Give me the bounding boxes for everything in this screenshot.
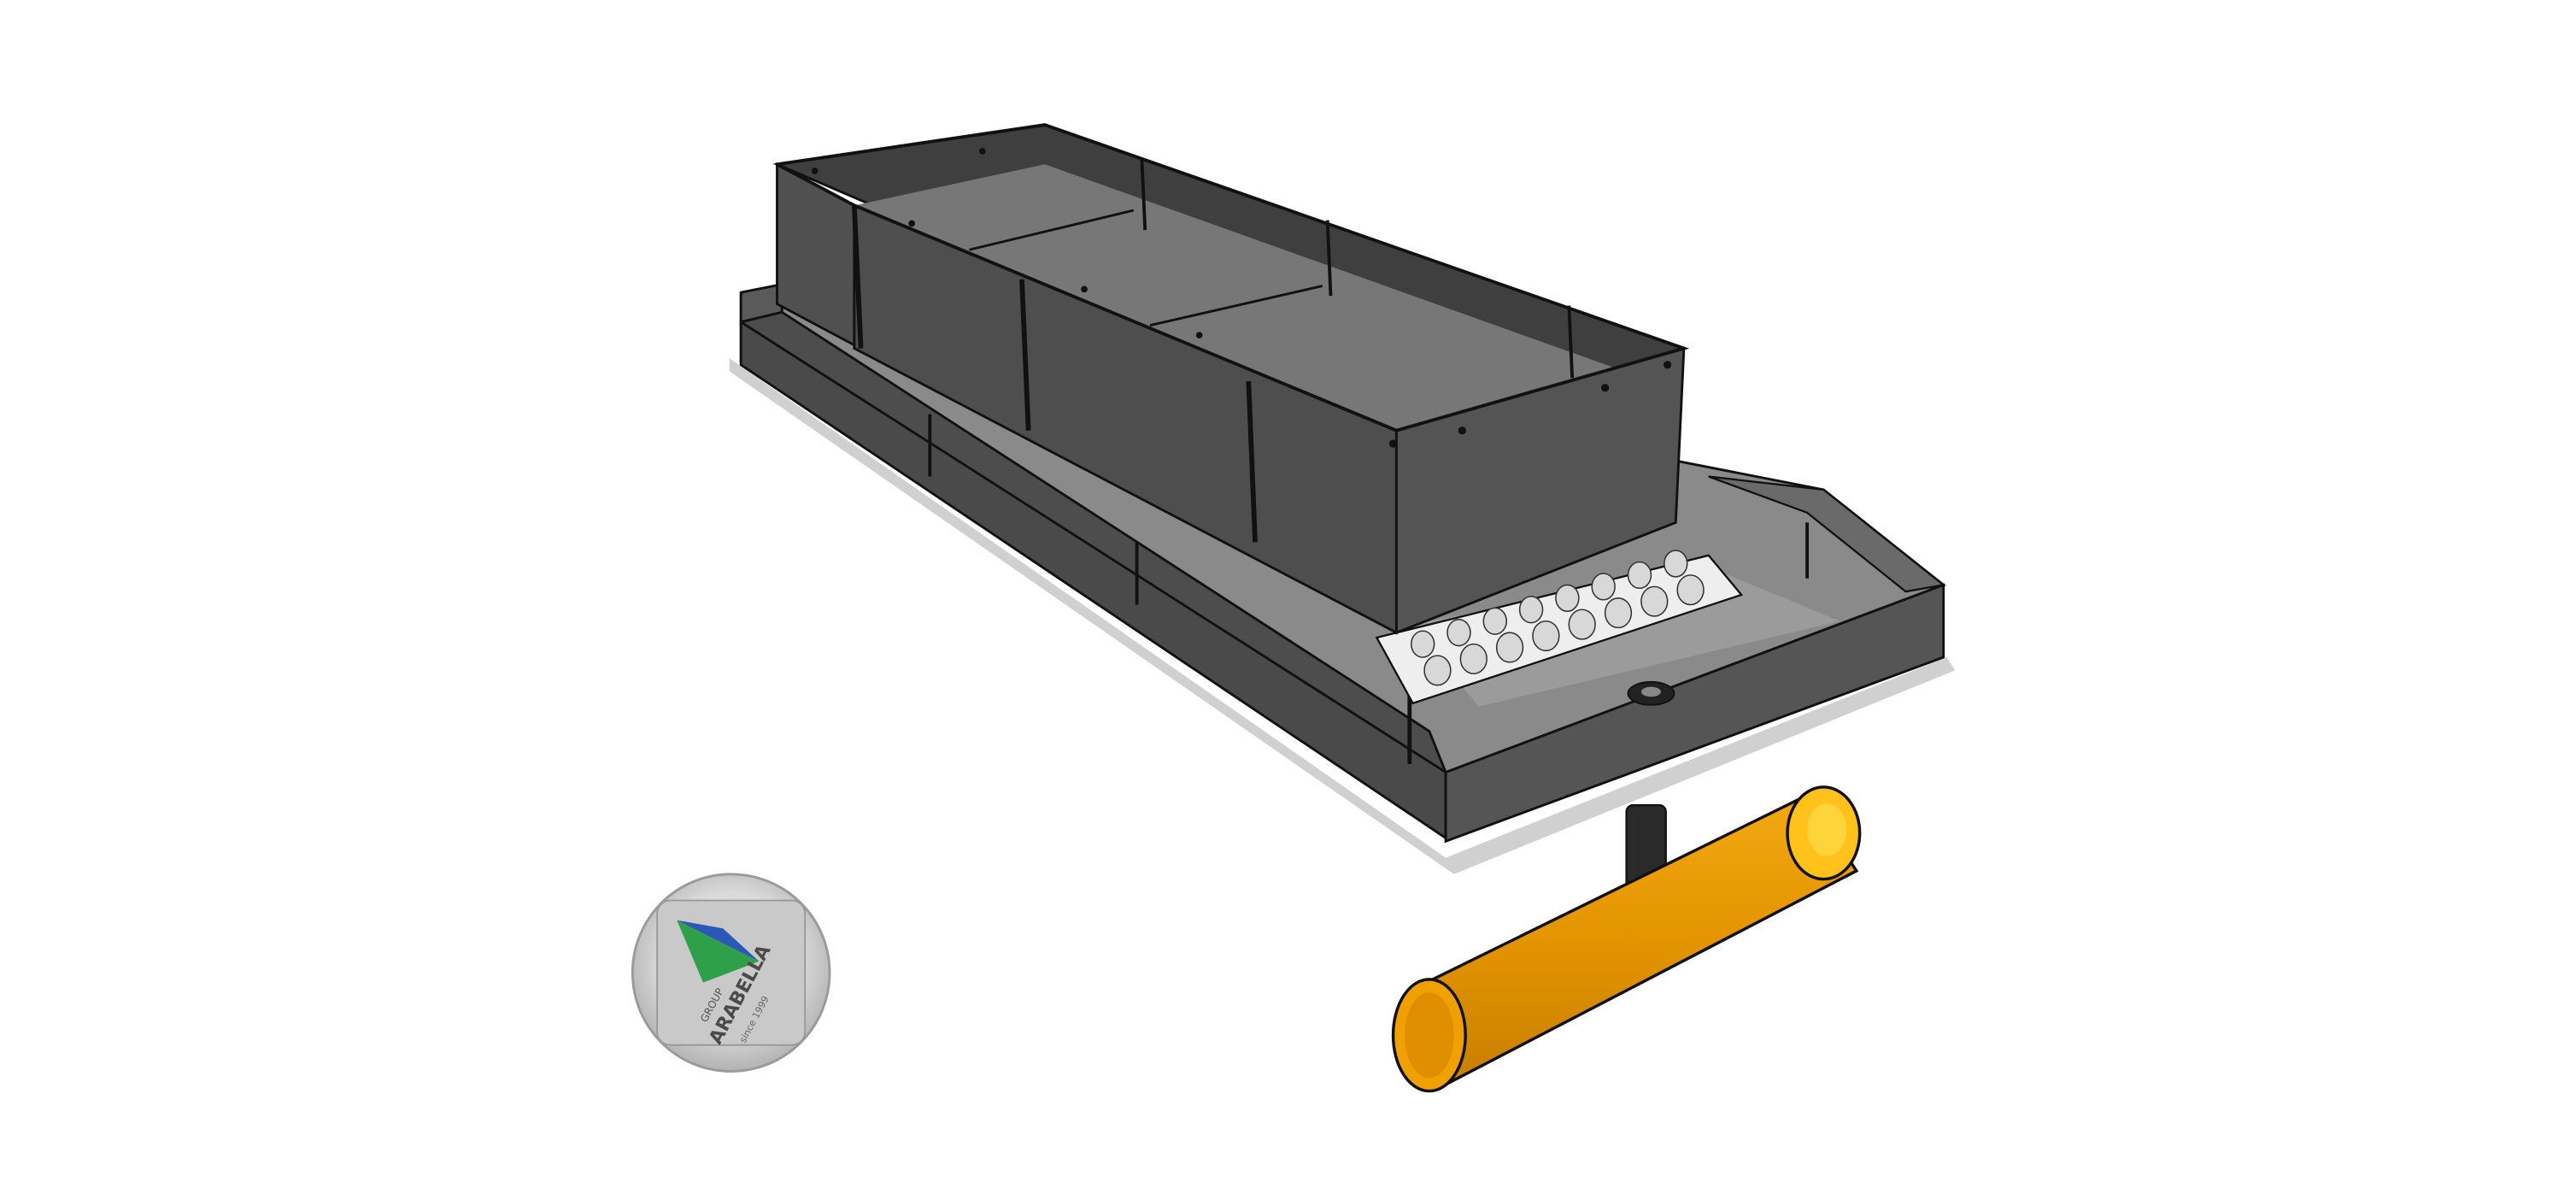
orange-drain-pipe bbox=[1391, 785, 1862, 1093]
upper-box bbox=[772, 123, 1690, 635]
logo-green-triangle bbox=[677, 920, 760, 983]
arabella-group-logo bbox=[631, 873, 831, 1073]
cup-grid bbox=[1410, 550, 1705, 686]
drain-outlet-icon bbox=[1627, 680, 1675, 706]
cup-module-panel bbox=[1375, 550, 1744, 705]
logo-blue-triangle bbox=[677, 920, 760, 962]
